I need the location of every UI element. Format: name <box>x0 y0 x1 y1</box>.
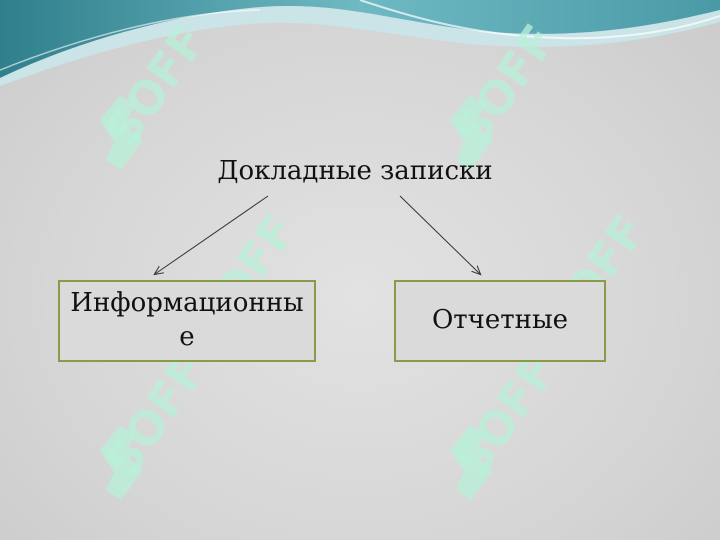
arrow-to-report <box>399 195 480 274</box>
watermark-logo-icon <box>100 95 493 500</box>
node-report-label: Отчетные <box>431 305 569 336</box>
node-informational: Информационные <box>58 280 316 362</box>
node-report: Отчетные <box>394 280 606 362</box>
arrow-to-informational <box>155 195 269 274</box>
diagram-root-label: Докладные записки <box>217 156 493 186</box>
node-informational-label: Информационные <box>70 288 304 352</box>
